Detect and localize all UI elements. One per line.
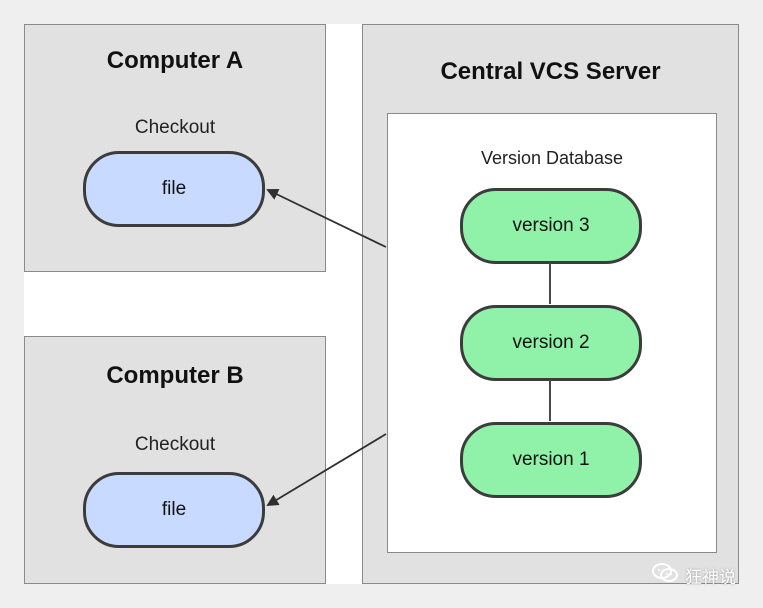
computer-b-checkout-label: Checkout — [134, 434, 216, 455]
watermark-text: 狂神说 — [685, 568, 736, 588]
version-database-box: Version Database version 3 version 2 ver… — [387, 113, 717, 553]
computer-a-title: Computer A — [106, 47, 244, 74]
version-database-label: Version Database — [480, 148, 624, 168]
computer-b-title: Computer B — [106, 362, 244, 389]
central-vcs-server-title: Central VCS Server — [440, 58, 661, 85]
watermark: 狂神说 — [651, 562, 736, 589]
version-3-node: version 3 — [460, 188, 642, 264]
computer-b-file: file — [83, 472, 265, 548]
central-vcs-server-panel: Central VCS Server Version Database vers… — [362, 24, 739, 584]
version-2-node: version 2 — [460, 305, 642, 381]
computer-b-panel: Computer B Checkout file — [24, 336, 326, 584]
version-1-node: version 1 — [460, 422, 642, 498]
wechat-icon — [651, 562, 679, 589]
computer-a-checkout-label: Checkout — [134, 117, 216, 138]
computer-a-panel: Computer A Checkout file — [24, 24, 326, 272]
computer-a-file: file — [83, 151, 265, 227]
